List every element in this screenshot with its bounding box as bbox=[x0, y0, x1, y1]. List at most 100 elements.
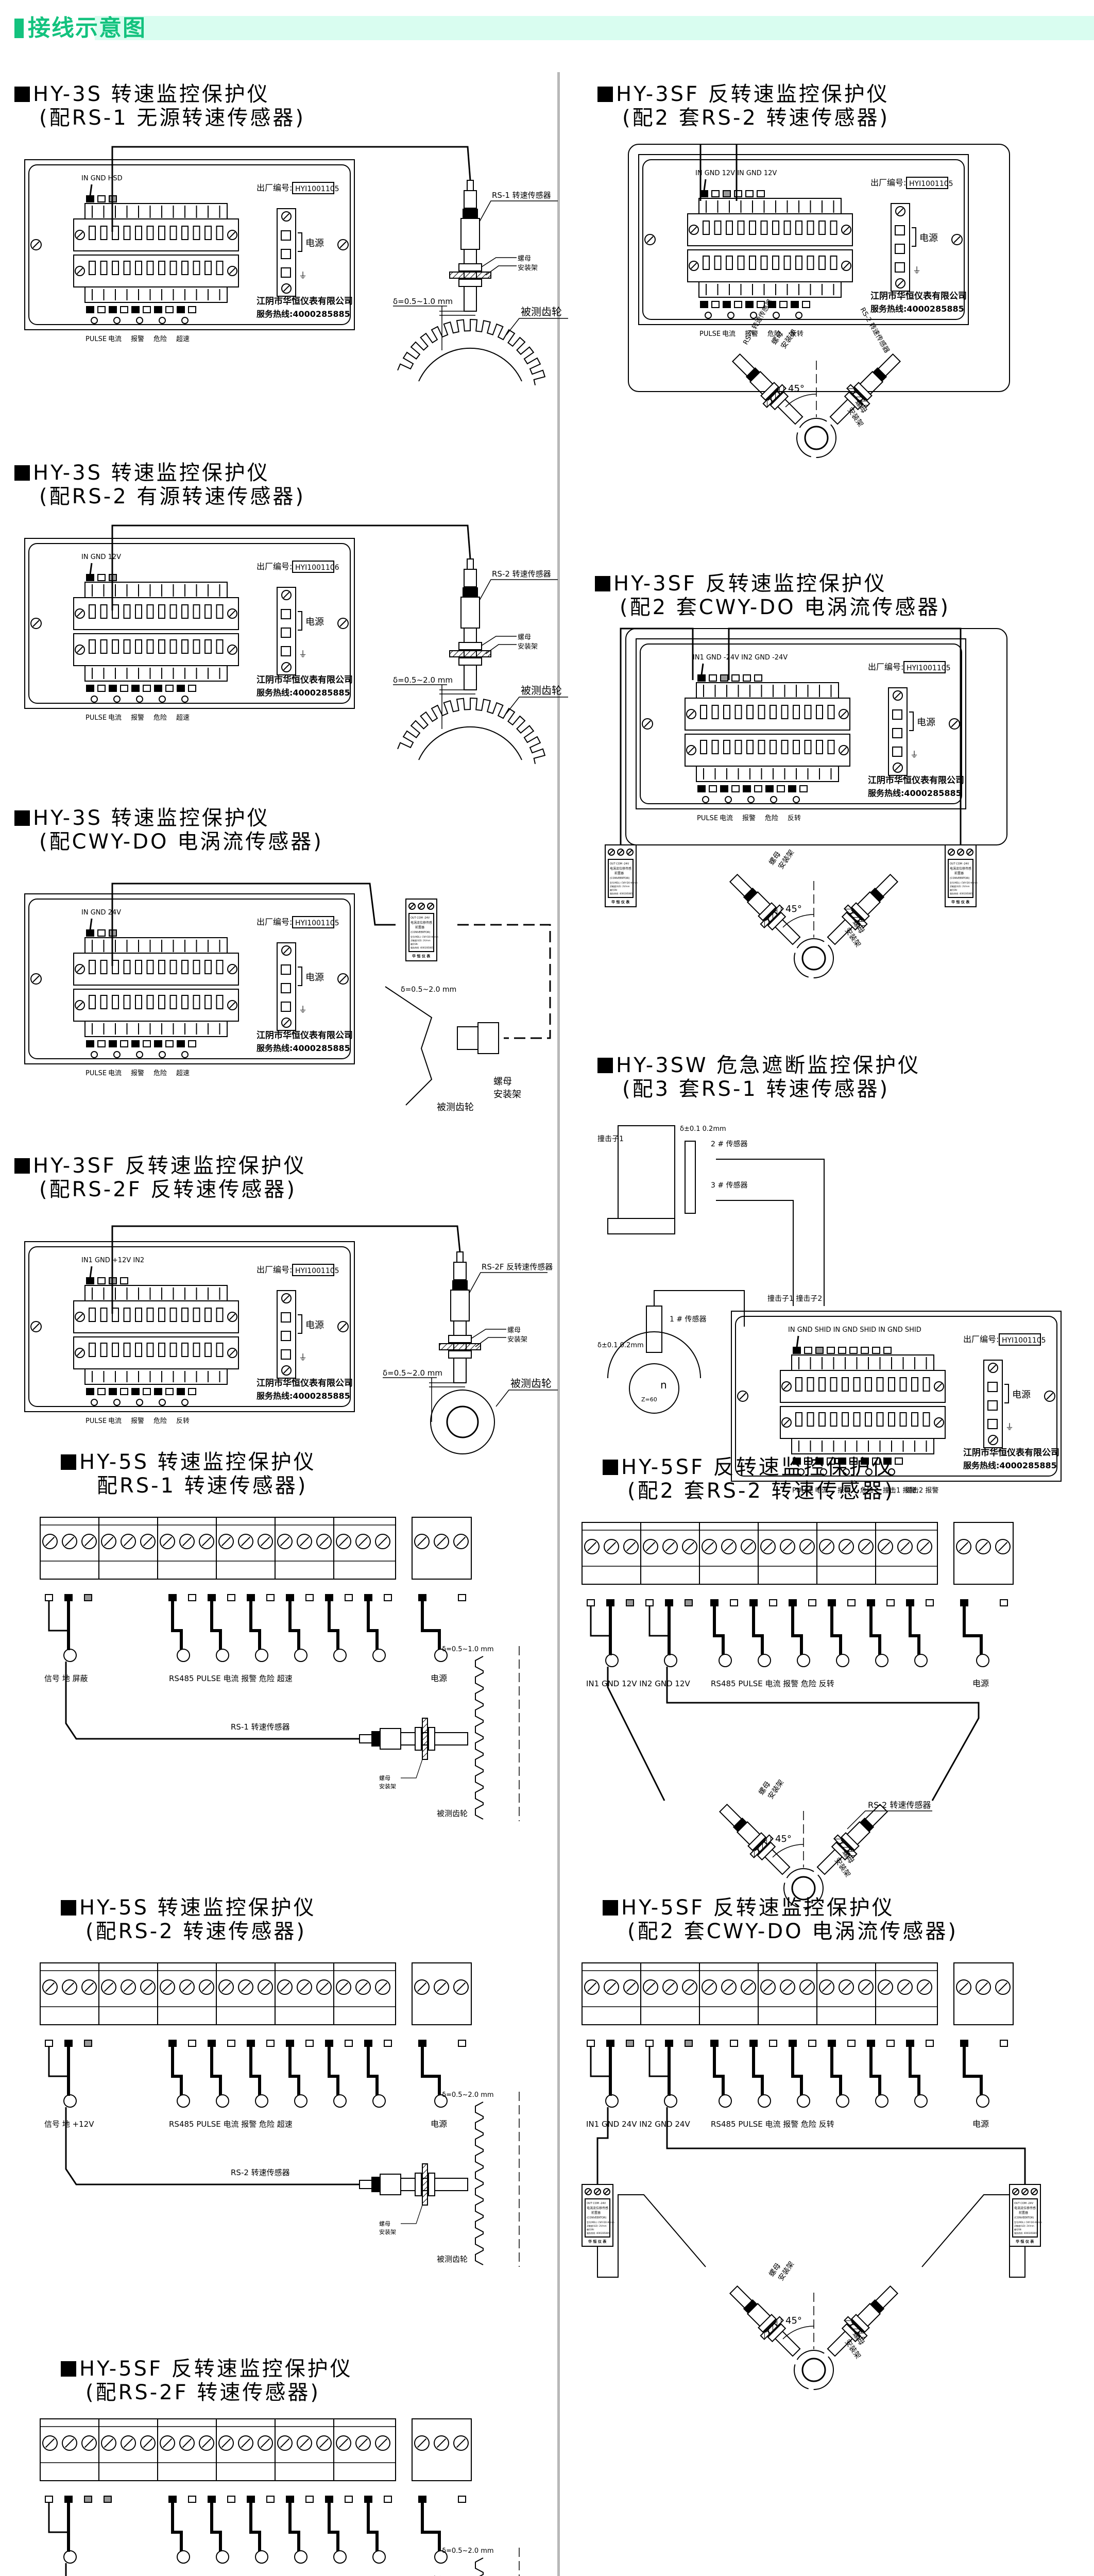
lead-wire bbox=[210, 1601, 222, 1650]
page-title: 接线示意图 bbox=[28, 15, 146, 41]
mounting-bracket bbox=[439, 1343, 481, 1350]
screw-icon bbox=[702, 1979, 717, 1995]
wire-sleeve bbox=[723, 190, 731, 197]
screw-slot bbox=[949, 850, 954, 855]
terminal-slot bbox=[807, 1412, 814, 1427]
terminal-slot bbox=[726, 221, 733, 235]
screw-slot bbox=[76, 231, 83, 239]
screw-icon bbox=[375, 1979, 390, 1995]
leader-line bbox=[485, 644, 517, 654]
tolerance-label: δ±0.1 0.2mm bbox=[680, 1125, 726, 1133]
converter-sn: 编号SN: bbox=[950, 888, 958, 891]
terminal-slot bbox=[112, 1343, 119, 1357]
wire-sleeve bbox=[84, 2496, 92, 2503]
power-slot bbox=[895, 262, 905, 273]
sensor-cable bbox=[111, 524, 471, 611]
sensor-right bbox=[816, 1803, 888, 1875]
output-label-0: PULSE bbox=[792, 1487, 813, 1495]
wire-sleeve bbox=[165, 1040, 174, 1047]
converter-brand: 华 恒 仪 表 bbox=[611, 900, 630, 904]
lead-terminal-ring bbox=[836, 1654, 849, 1667]
company-name: 江阴市华恒仪表有限公司 bbox=[963, 1447, 1059, 1458]
gear-housing bbox=[607, 1331, 701, 1379]
screw-icon bbox=[375, 1534, 390, 1549]
screw-slot bbox=[843, 226, 850, 233]
wire-sleeve bbox=[849, 1347, 858, 1354]
wire-sleeve bbox=[697, 785, 706, 792]
screw-slot bbox=[338, 2438, 349, 2448]
angle-arc bbox=[782, 2326, 814, 2340]
section-subtitle: (配CWY-DO 电涡流传感器) bbox=[39, 830, 323, 854]
screw-slot bbox=[64, 1982, 75, 1992]
screw-slot bbox=[840, 747, 847, 754]
terminal-base bbox=[73, 1336, 239, 1369]
wire-sleeve bbox=[808, 2040, 816, 2047]
screw-icon bbox=[258, 1979, 273, 1995]
wiring-diagram: IN1 GND +12V IN2电源⏚出厂编号:HYI1001105江阴市华恒仪… bbox=[24, 1225, 558, 1454]
screw-slot bbox=[358, 1536, 368, 1547]
sensor-cable-end bbox=[359, 1734, 372, 1743]
terminal-slot bbox=[876, 1412, 884, 1427]
wire-sleeve bbox=[143, 1040, 151, 1047]
wire-sleeve bbox=[791, 301, 799, 308]
converter-en: (CONVEERTOR) bbox=[950, 877, 969, 880]
terminal-slot bbox=[181, 639, 189, 654]
screw-slot bbox=[822, 1982, 832, 1992]
mounting-bracket bbox=[760, 2316, 784, 2341]
screw-icon bbox=[218, 1979, 234, 1995]
lead-wire bbox=[249, 1601, 261, 1650]
wire-sleeve bbox=[827, 1347, 835, 1354]
wire-sleeve bbox=[777, 785, 785, 792]
screw-icon bbox=[737, 1391, 748, 1402]
screw-slot bbox=[861, 1982, 871, 1992]
wire-sleeve bbox=[789, 1599, 797, 1606]
screw-icon bbox=[277, 2435, 293, 2451]
lead-terminal-ring bbox=[976, 1654, 989, 1667]
terminal-labels: IN GND HSD bbox=[81, 175, 123, 182]
lead-terminal-ring bbox=[294, 2550, 307, 2564]
screw-slot bbox=[951, 720, 958, 727]
terminal-block bbox=[780, 1354, 946, 1403]
terminal-block bbox=[780, 1406, 946, 1454]
output-label-0: PULSE bbox=[86, 714, 107, 722]
terminal-slot bbox=[888, 1412, 895, 1427]
wire-sleeve bbox=[711, 190, 720, 197]
serial-number: HYI1001106 bbox=[295, 564, 339, 572]
sensor-cable bbox=[111, 883, 396, 966]
converter-tel: 服务热线: 4000285885 bbox=[587, 2231, 610, 2234]
terminal-slot bbox=[700, 740, 707, 754]
output-label-0: PULSE bbox=[86, 335, 107, 343]
sensor-knurl bbox=[371, 1731, 381, 1747]
hotline: 服务热线:4000285885 bbox=[257, 1391, 350, 1401]
terminal-slot bbox=[193, 1308, 200, 1322]
wire-sleeve bbox=[177, 685, 185, 692]
wire-sleeve bbox=[45, 2040, 53, 2047]
target-bore bbox=[791, 1876, 816, 1901]
wire-sleeve bbox=[418, 2496, 426, 2503]
screw-slot bbox=[935, 1383, 943, 1390]
instrument-panel: IN GND 12V电源⏚出厂编号:HYI1001106江阴市华恒仪表有限公司服… bbox=[24, 538, 355, 722]
power-plug bbox=[277, 587, 296, 675]
terminal-slot bbox=[146, 995, 154, 1009]
power-label: 电源 bbox=[919, 233, 938, 244]
sensor-label: RS-2F 反转速传感器 bbox=[482, 1262, 553, 1272]
converter-sens: 灵敏度(ILD): 2V/mm bbox=[411, 939, 431, 942]
screw-icon bbox=[179, 1979, 195, 1995]
converter-brand: 华 恒 仪 表 bbox=[412, 954, 431, 958]
power-label: 电源 bbox=[305, 617, 324, 628]
gap-dimension: δ=0.5~1.0 mm bbox=[442, 1646, 494, 1653]
lead-wire bbox=[421, 1601, 441, 1650]
converter-name2: 前置器 bbox=[415, 925, 424, 929]
lead-terminal-ring bbox=[216, 2094, 229, 2108]
lead-terminal-ring bbox=[797, 2094, 810, 2108]
terminal-slot bbox=[216, 1308, 224, 1322]
power-plug bbox=[888, 687, 908, 776]
section-subtitle: (配2 套RS-2 转速传感器) bbox=[622, 106, 890, 130]
lead-wire bbox=[48, 2046, 70, 2096]
power-slot bbox=[281, 1312, 291, 1323]
converter-name2: 前置器 bbox=[1019, 2211, 1028, 2215]
wire-sleeve bbox=[709, 785, 717, 792]
screw-slot bbox=[104, 1982, 114, 1992]
